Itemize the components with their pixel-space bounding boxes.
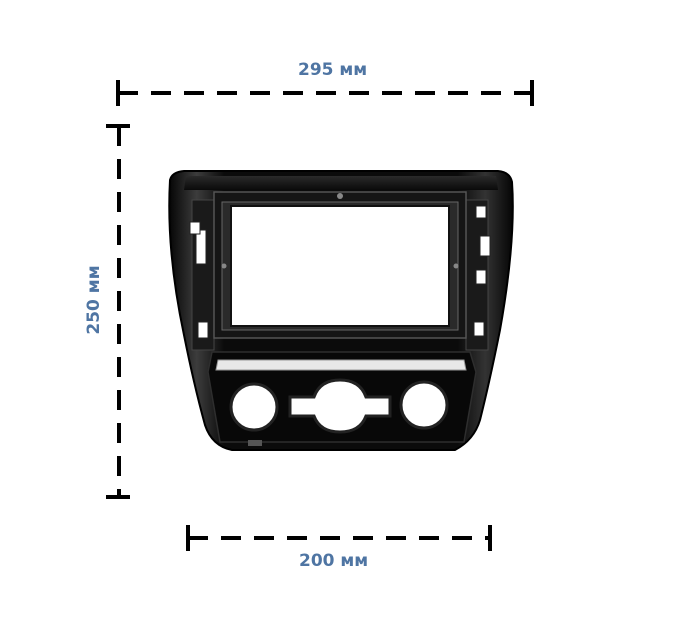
car-radio-frame-icon	[168, 170, 514, 451]
bottom-width-dimension-line	[186, 525, 492, 551]
height-dimension-line	[106, 124, 130, 499]
width-dimension-line	[116, 80, 534, 106]
width-dimension-label: 295 мм	[298, 60, 368, 80]
height-dimension-label: 250 мм	[84, 265, 104, 335]
bottom-width-dimension-label: 200 мм	[299, 551, 369, 571]
